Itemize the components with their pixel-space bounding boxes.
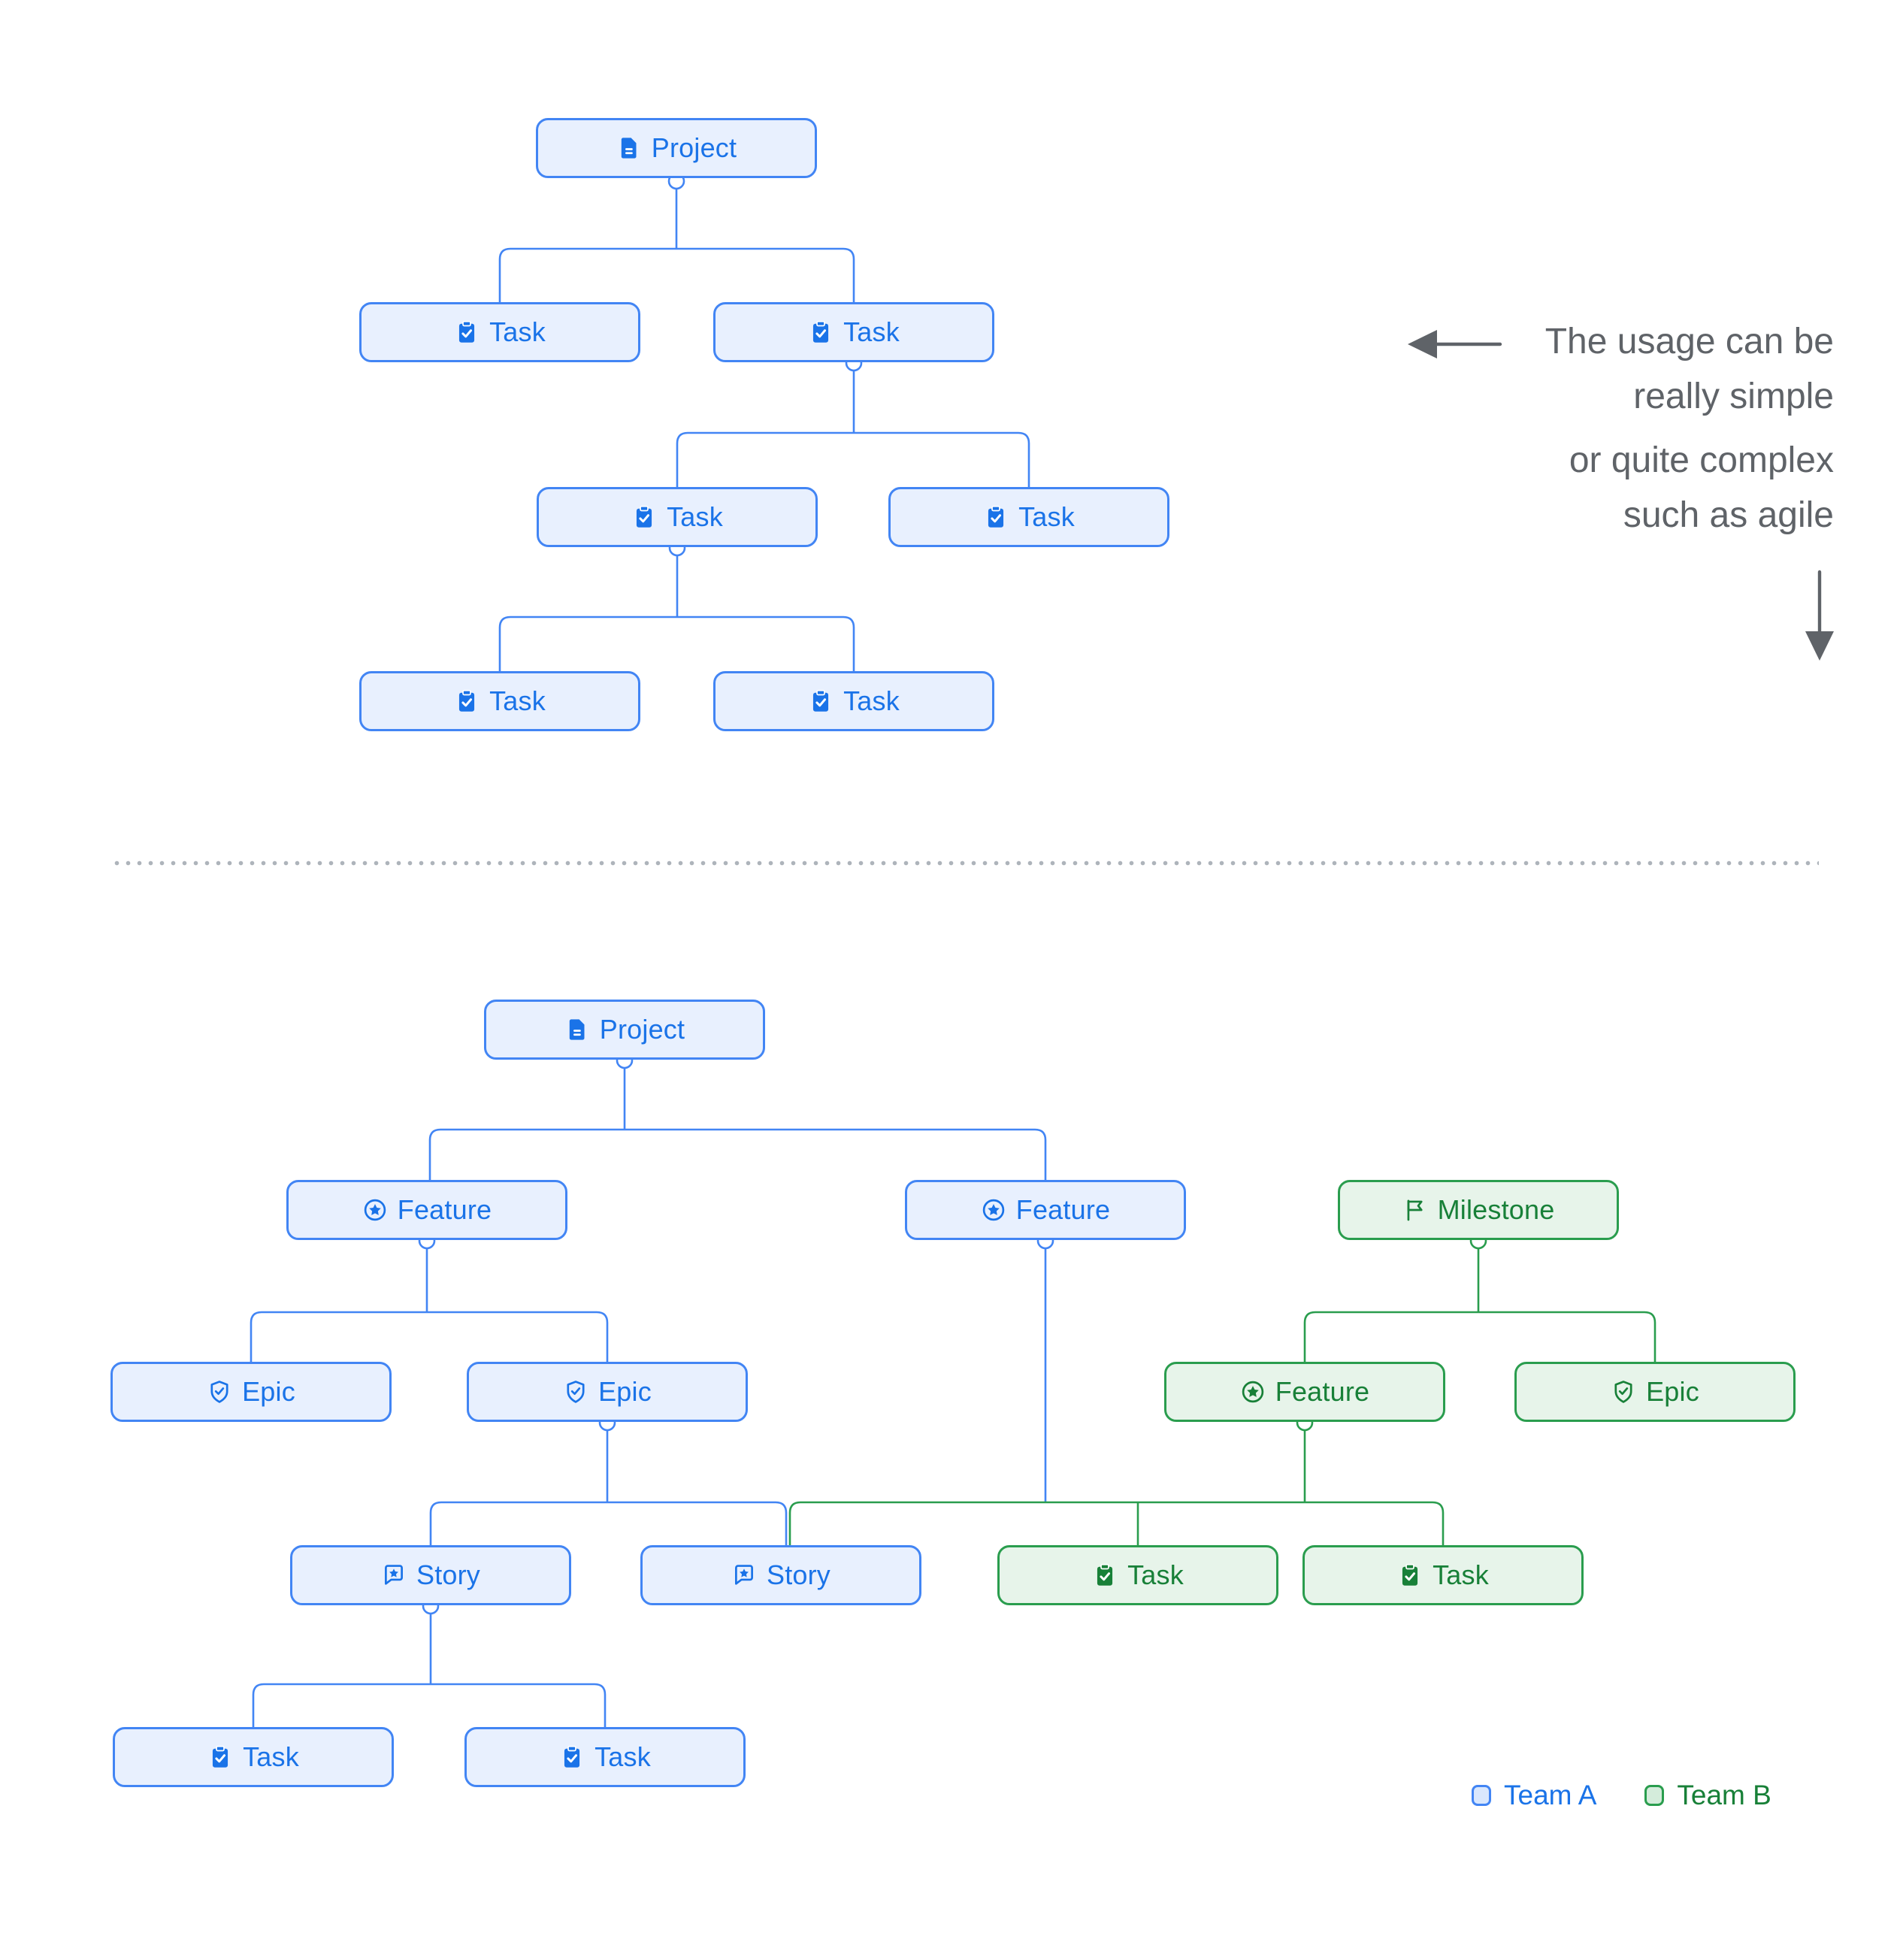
node-label: Feature [1015,1194,1111,1225]
node-feature: Feature [1164,1362,1445,1422]
arrow-left-icon [1408,330,1502,358]
node-task: Task [997,1545,1278,1605]
story-bubble-icon [731,1562,757,1588]
annotation-complex: or quite complex such as agile [1569,433,1834,543]
node-label: Task [667,501,723,532]
node-epic: Epic [110,1362,392,1422]
team-a-swatch-icon [1472,1785,1491,1806]
task-check-icon [983,504,1009,530]
node-label: Task [1433,1559,1489,1590]
node-label: Task [489,685,546,716]
legend-label: Team A [1504,1780,1597,1810]
node-label: Task [1018,501,1075,532]
task-check-icon [207,1744,233,1770]
node-task: Task [713,302,994,362]
node-task: Task [359,302,640,362]
annotation-simple: The usage can be really simple [1545,314,1834,424]
shield-check-icon [563,1379,588,1405]
star-circle-icon [1240,1379,1266,1405]
node-feature: Feature [905,1180,1186,1240]
node-story: Story [290,1545,571,1605]
node-task: Task [113,1727,394,1787]
node-task: Task [1302,1545,1584,1605]
node-feature: Feature [286,1180,567,1240]
document-icon [564,1017,590,1042]
node-milestone: Milestone [1338,1180,1619,1240]
shield-check-icon [207,1379,232,1405]
task-check-icon [1092,1562,1118,1588]
node-story: Story [640,1545,921,1605]
task-check-icon [808,688,834,714]
node-label: Feature [1275,1376,1370,1407]
node-project: Project [536,118,817,178]
shield-check-icon [1611,1379,1636,1405]
node-epic: Epic [467,1362,748,1422]
task-check-icon [631,504,657,530]
node-label: Task [843,685,900,716]
annotation-line: or quite complex [1569,440,1834,480]
node-label: Task [594,1741,651,1772]
node-label: Story [416,1559,481,1590]
node-label: Epic [242,1376,295,1407]
legend-label: Team B [1677,1780,1771,1810]
node-label: Project [651,132,737,163]
task-check-icon [454,319,480,345]
annotation-line: really simple [1633,377,1834,416]
node-task: Task [359,671,640,731]
annotation-line: such as agile [1623,495,1834,535]
node-label: Project [599,1014,685,1045]
task-check-icon [454,688,480,714]
node-task: Task [464,1727,746,1787]
node-task: Task [888,487,1169,547]
task-check-icon [559,1744,585,1770]
document-icon [616,135,642,161]
dotted-divider [111,861,1819,866]
node-label: Task [1127,1559,1184,1590]
node-task: Task [713,671,994,731]
story-bubble-icon [381,1562,407,1588]
star-circle-icon [981,1197,1006,1223]
arrow-down-icon [1805,570,1834,661]
star-circle-icon [362,1197,388,1223]
team-b-swatch-icon [1644,1785,1665,1806]
task-check-icon [1397,1562,1423,1588]
node-label: Milestone [1437,1194,1555,1225]
annotation-line: The usage can be [1544,322,1834,361]
legend: Team A Team B [1472,1780,1771,1811]
node-label: Feature [397,1194,492,1225]
node-label: Task [243,1741,299,1772]
node-epic: Epic [1514,1362,1796,1422]
node-label: Epic [598,1376,652,1407]
legend-team-b: Team B [1644,1780,1771,1811]
flag-icon [1402,1197,1428,1223]
node-task: Task [537,487,818,547]
node-label: Story [766,1559,831,1590]
node-label: Task [843,316,900,347]
node-label: Epic [1646,1376,1699,1407]
task-check-icon [808,319,834,345]
legend-team-a: Team A [1472,1780,1596,1811]
node-label: Task [489,316,546,347]
node-project: Project [484,1000,765,1060]
